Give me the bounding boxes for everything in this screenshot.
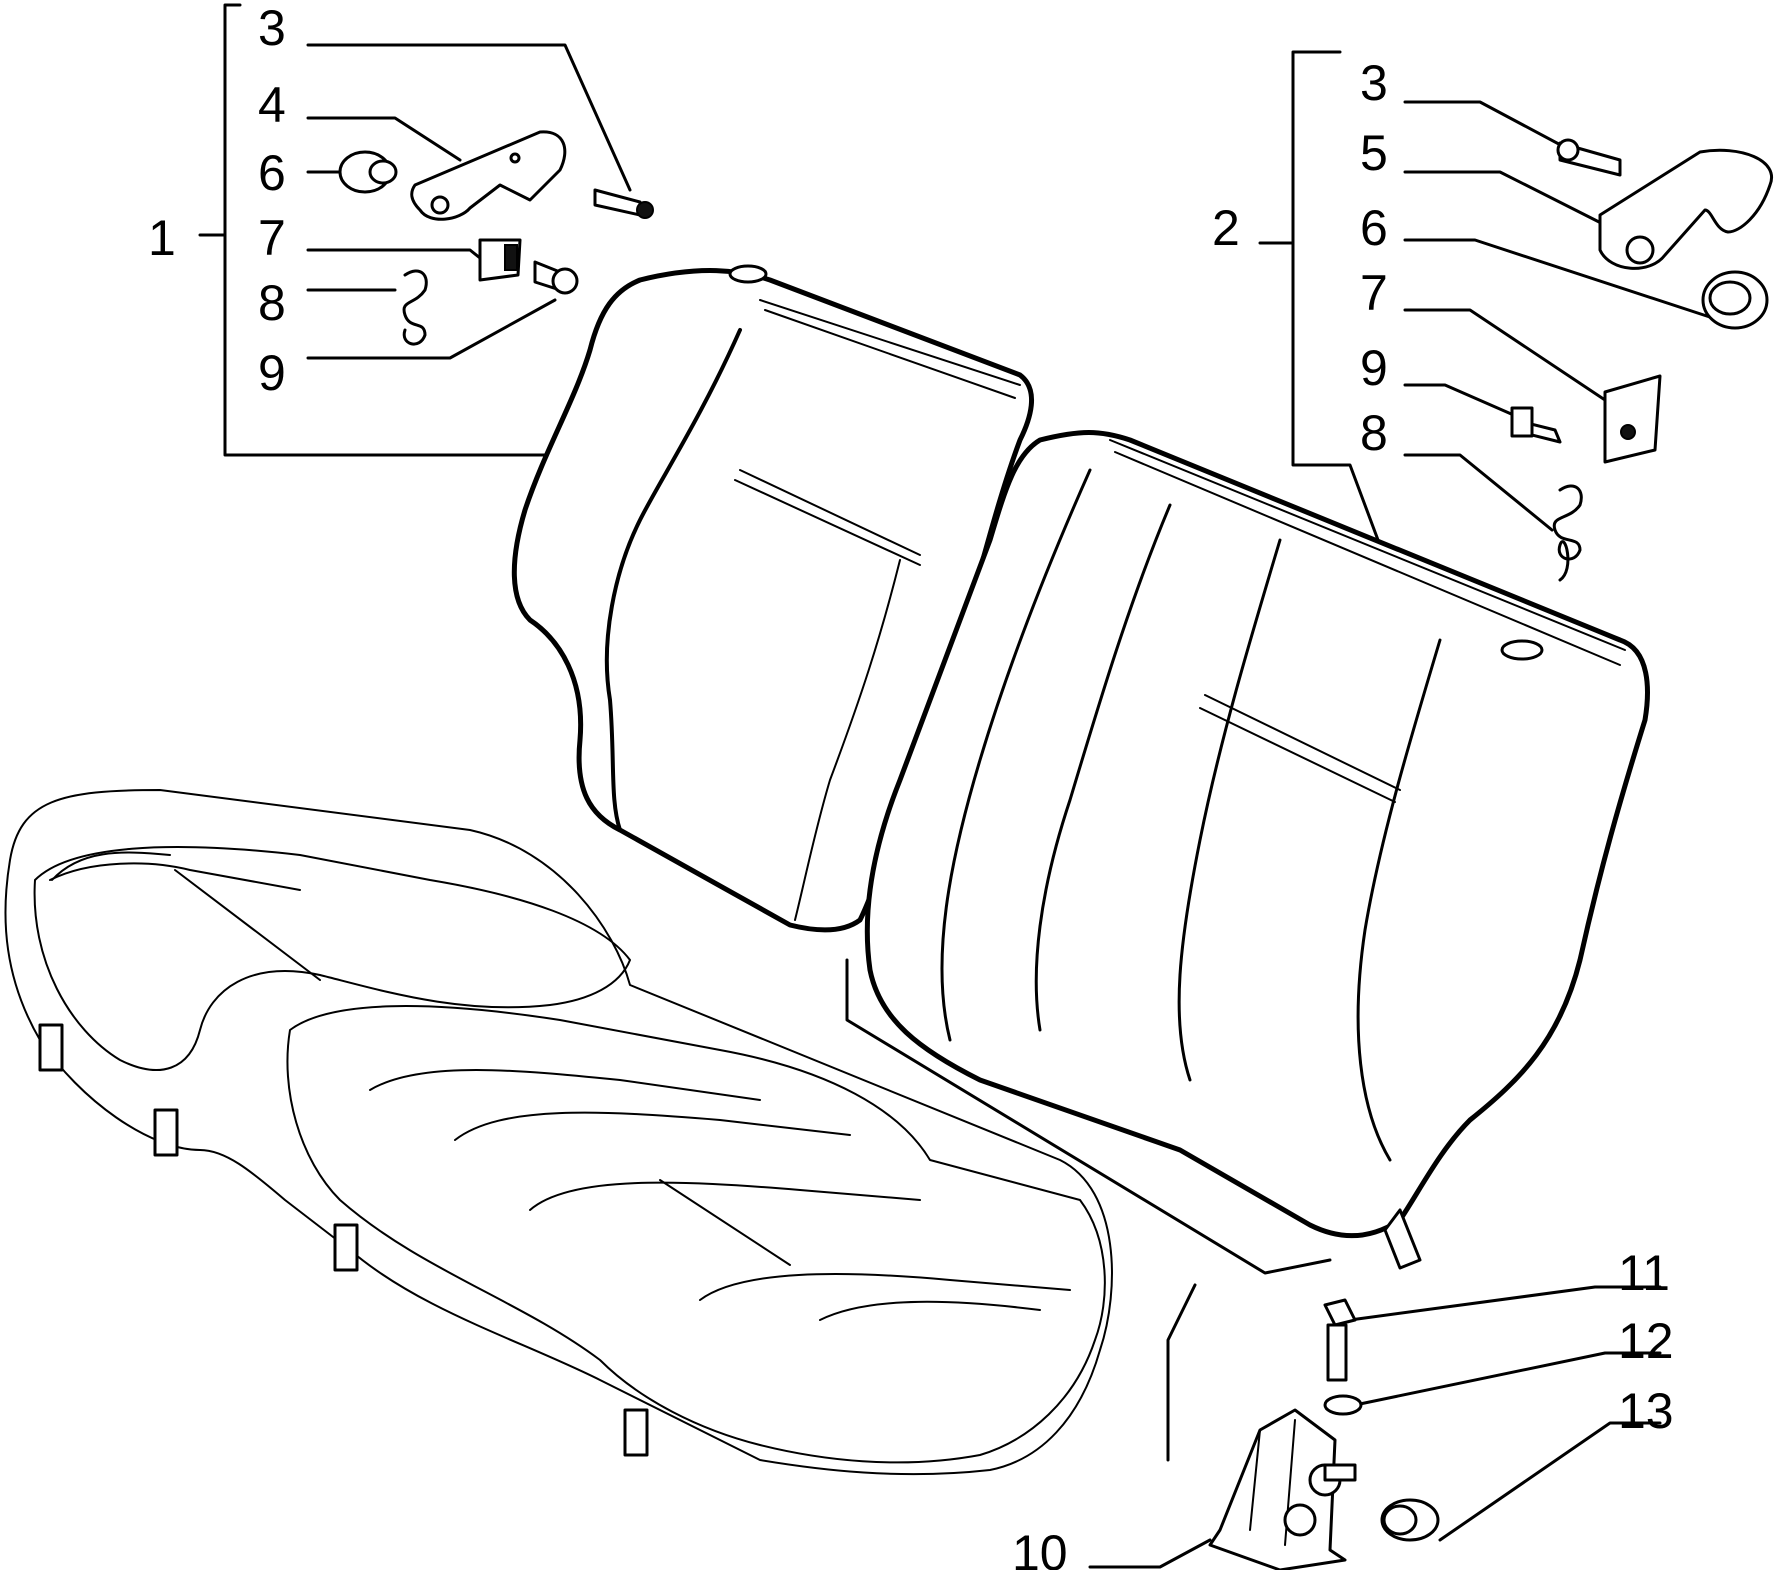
callout-labels: 1 3 4 6 7 8 9 2 3 5 6 7 9 8 10 11 12 13 (148, 0, 1674, 1570)
callout-1-4: 4 (258, 77, 286, 133)
callout-10: 10 (1012, 1525, 1068, 1570)
callout-2-6: 6 (1360, 200, 1388, 256)
callout-1: 1 (148, 210, 176, 266)
leader-lines (198, 3, 1727, 1569)
group2-parts (1510, 138, 1774, 582)
callout-13: 13 (1618, 1383, 1674, 1439)
callout-1-3: 3 (258, 0, 286, 56)
callout-2-3: 3 (1360, 55, 1388, 111)
callout-2-7: 7 (1360, 265, 1388, 321)
left-backrest (511, 264, 1035, 933)
seat-cushion (4, 789, 1113, 1476)
callout-1-8: 8 (258, 275, 286, 331)
group1-parts (338, 130, 654, 346)
hinge-assembly (1208, 1298, 1440, 1570)
callout-2-8: 8 (1360, 405, 1388, 461)
callout-2-5: 5 (1360, 125, 1388, 181)
callout-12: 12 (1618, 1313, 1674, 1369)
callout-2: 2 (1212, 200, 1240, 256)
right-backrest (864, 430, 1650, 1270)
callout-1-7: 7 (258, 210, 286, 266)
callout-11: 11 (1618, 1245, 1670, 1301)
callout-2-9: 9 (1360, 340, 1388, 396)
callout-1-6: 6 (258, 145, 286, 201)
callout-1-9: 9 (258, 345, 286, 401)
